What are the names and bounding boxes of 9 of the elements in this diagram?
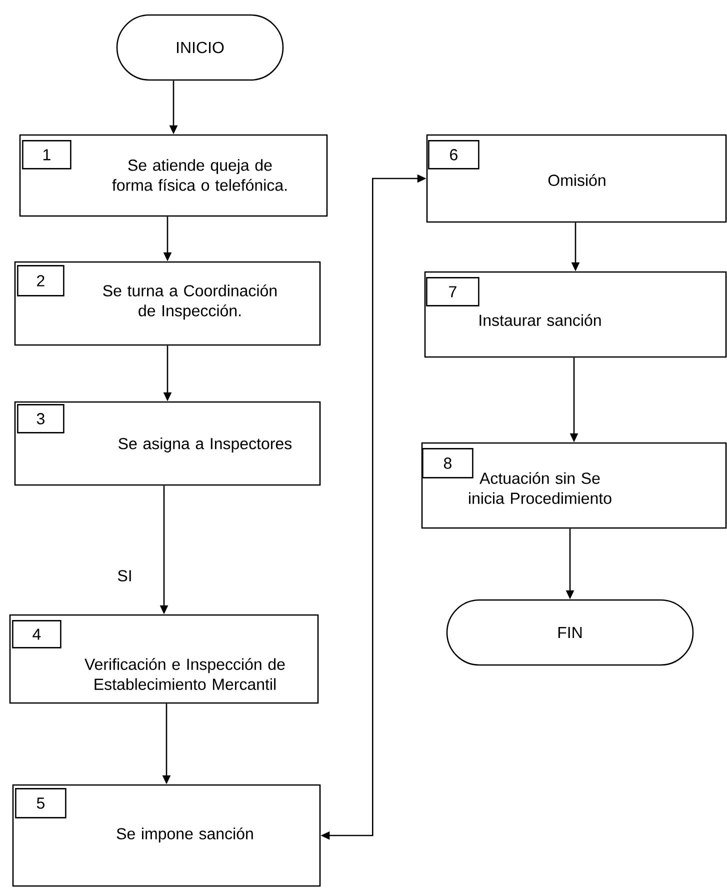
step-number-box: 3 — [17, 404, 64, 434]
edge-label: SI — [116, 569, 134, 582]
step-number-box: 1 — [22, 140, 72, 170]
step-number-box: 8 — [422, 448, 474, 478]
step-number-box: 2 — [17, 265, 64, 296]
step-number-box: 5 — [15, 788, 66, 818]
step-number-box: 6 — [428, 140, 480, 170]
step-number-box: 4 — [12, 620, 62, 648]
step-number-box: 7 — [426, 277, 480, 306]
